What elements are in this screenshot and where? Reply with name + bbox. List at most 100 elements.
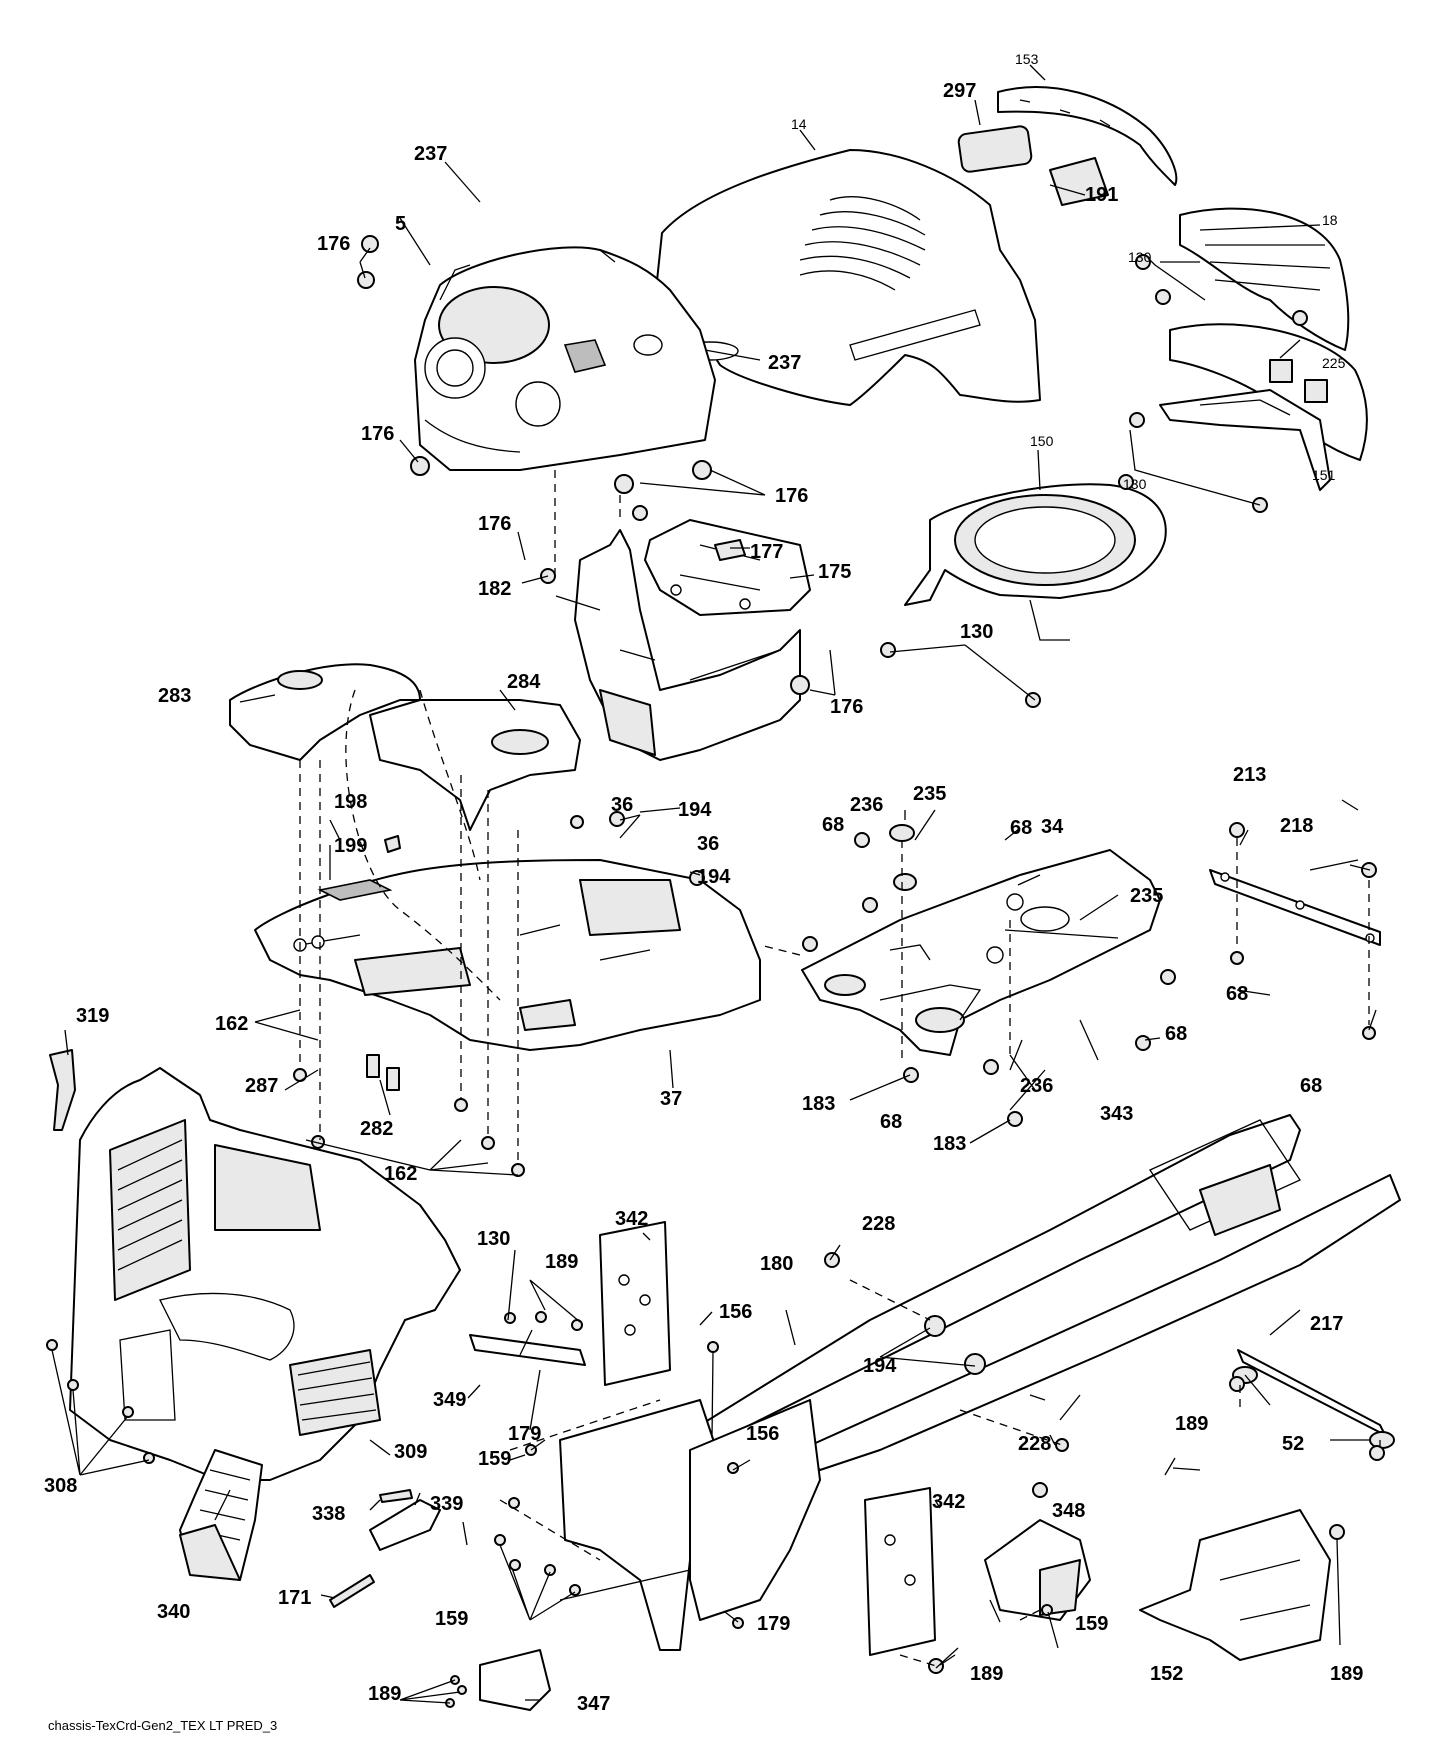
rod-part-217 — [1232, 1349, 1395, 1449]
callout-162-bottom: 162 — [384, 1163, 417, 1185]
fender-top-part-283 — [229, 663, 421, 761]
alignment-lines — [299, 470, 1381, 1667]
callout-151: 151 — [1312, 467, 1336, 483]
callout-159-bottom: 159 — [435, 1608, 468, 1630]
callout-162-left: 162 — [215, 1013, 248, 1035]
lever-part-339 — [369, 1499, 441, 1551]
fastener-part-177 — [714, 539, 746, 561]
callout-189-top: 189 — [545, 1251, 578, 1273]
clip-part-199 — [317, 879, 393, 901]
callout-338: 338 — [312, 1503, 345, 1525]
grille-part-340 — [179, 1449, 263, 1581]
callout-171: 171 — [278, 1587, 311, 1609]
callout-343: 343 — [1100, 1103, 1133, 1125]
callout-130-bumper-bottom: 130 — [1123, 476, 1147, 492]
callout-36-right: 36 — [697, 833, 719, 855]
callout-198: 198 — [334, 791, 367, 813]
callout-52: 52 — [1282, 1433, 1304, 1455]
callout-235-top: 235 — [913, 783, 946, 805]
clip-part-198 — [384, 835, 401, 853]
callout-228-bottom: 228 — [1018, 1433, 1051, 1455]
footer-code: chassis-TexCrd-Gen2_TEX LT PRED_3 — [48, 1718, 278, 1733]
callout-labels: 14 153 297 237 191 18 5 176 130 225 237 … — [44, 51, 1363, 1715]
fasteners — [46, 235, 1385, 1708]
callout-18: 18 — [1322, 212, 1338, 228]
bracket-part-342a — [599, 1221, 671, 1386]
callout-68-bracket-right: 68 — [1300, 1075, 1322, 1097]
callout-130-bumper-top: 130 — [1128, 249, 1152, 265]
steering-console-part-182 — [574, 529, 801, 761]
callout-14: 14 — [791, 116, 807, 132]
callout-153: 153 — [1015, 51, 1039, 67]
bracket-part-218 — [1209, 869, 1381, 946]
callout-5: 5 — [395, 213, 406, 235]
callout-183-left: 183 — [802, 1093, 835, 1115]
callout-179-left: 179 — [508, 1423, 541, 1445]
callout-340: 340 — [157, 1601, 190, 1623]
callout-228-top: 228 — [862, 1213, 895, 1235]
callout-342-top: 342 — [615, 1208, 648, 1230]
callout-68-bracket-left: 68 — [1226, 983, 1248, 1005]
callout-189-right-top: 189 — [1175, 1413, 1208, 1435]
callout-183-right: 183 — [933, 1133, 966, 1155]
callout-217: 217 — [1310, 1313, 1343, 1335]
fender-top-part-284 — [369, 699, 581, 831]
callout-347: 347 — [577, 1693, 610, 1715]
callout-339: 339 — [430, 1493, 463, 1515]
callout-176-console: 176 — [478, 513, 511, 535]
callout-68-left: 68 — [822, 814, 844, 836]
shield-part-152 — [1139, 1509, 1331, 1661]
callout-189-bottom: 189 — [970, 1663, 1003, 1685]
plate-part-34 — [801, 849, 1161, 1056]
spring-part-171 — [329, 1574, 375, 1608]
leader-lines — [51, 64, 1377, 1704]
callout-342-bottom: 342 — [932, 1491, 965, 1513]
callout-237-top: 237 — [414, 143, 447, 165]
brace-part-349 — [469, 1334, 586, 1366]
control-bracket-part-175 — [644, 519, 811, 616]
callout-152: 152 — [1150, 1663, 1183, 1685]
callout-176-left-bottom: 176 — [361, 423, 394, 445]
callout-349: 349 — [433, 1389, 466, 1411]
callout-150: 150 — [1030, 433, 1054, 449]
callout-235-bottom: 235 — [1130, 885, 1163, 907]
callout-189-right-bottom: 189 — [1330, 1663, 1363, 1685]
callout-194-bottom: 194 — [863, 1355, 897, 1377]
callout-156-top: 156 — [719, 1301, 752, 1323]
callout-130-frame: 130 — [477, 1228, 510, 1250]
callout-297: 297 — [943, 80, 976, 102]
bracket-part-342b — [864, 1487, 936, 1656]
front-bumper-assembly — [957, 86, 1368, 491]
callout-189-left: 189 — [368, 1683, 401, 1705]
callout-309: 309 — [394, 1441, 427, 1463]
frame-part-180 — [559, 1114, 1401, 1651]
callout-282: 282 — [360, 1118, 393, 1140]
callout-287: 287 — [245, 1075, 278, 1097]
callout-130-shroud: 130 — [960, 621, 993, 643]
bracket-part-347 — [479, 1649, 551, 1711]
callout-176-right: 176 — [830, 696, 863, 718]
callout-237-hood: 237 — [768, 352, 801, 374]
shroud-part-150 — [904, 483, 1167, 641]
callout-191: 191 — [1085, 184, 1118, 206]
callout-194-top: 194 — [678, 799, 712, 821]
callout-213: 213 — [1233, 764, 1266, 786]
callout-68-top: 68 — [1010, 817, 1032, 839]
callout-199: 199 — [334, 835, 367, 857]
callout-283: 283 — [158, 685, 191, 707]
callout-179-right: 179 — [757, 1613, 790, 1635]
callout-68-plate-right: 68 — [1165, 1023, 1187, 1045]
latch-part-319 — [49, 1049, 76, 1131]
callout-236-bottom: 236 — [1020, 1075, 1053, 1097]
fender-part-37 — [254, 859, 761, 1051]
hood-part-14 — [654, 149, 1041, 406]
callout-177: 177 — [750, 541, 783, 563]
callout-236-top: 236 — [850, 794, 883, 816]
callout-284: 284 — [507, 671, 541, 693]
callout-159-top: 159 — [478, 1448, 511, 1470]
callout-180: 180 — [760, 1253, 793, 1275]
callout-182: 182 — [478, 578, 511, 600]
callout-218: 218 — [1280, 815, 1313, 837]
clips-part-282 — [366, 1054, 400, 1091]
